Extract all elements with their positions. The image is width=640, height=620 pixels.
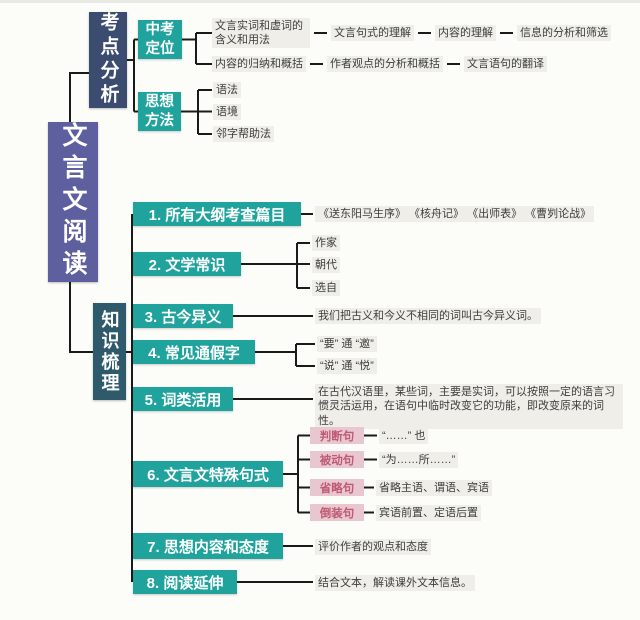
- chain-item-author-viewpoint: 作者观点的分析和概括: [327, 55, 443, 73]
- leaf-reading-extension-note: 结合文本，解读课外文本信息。: [315, 575, 475, 592]
- leaf-word-class-definition: 在古代汉语里，某些词，主要是实词，可以按照一定的语言习惯灵活运用，在语句中临时改…: [315, 384, 623, 429]
- chain-item-info-analysis: 信息的分析和筛选: [517, 24, 611, 42]
- leaf-ellipsis-pattern: 省略主语、谓语、宾语: [376, 480, 492, 497]
- item-4-common-tongjia: 4. 常见通假字: [133, 340, 255, 364]
- leaf-judgment-pattern: “……” 也: [379, 428, 429, 445]
- branch-knowledge-review: 知识梳理: [93, 303, 126, 400]
- connector-dash: [418, 32, 431, 34]
- leaf-ancient-modern-definition: 我们把古义和今义不相同的词叫古今异义词。: [315, 308, 541, 325]
- chain-item-content-understanding: 内容的理解: [435, 24, 496, 42]
- connector-dash: [310, 63, 323, 65]
- chain-item-sentence-patterns: 文言句式的理解: [331, 24, 414, 42]
- node-zhongkao-positioning: 中考定位: [138, 20, 182, 59]
- root-node-classical-chinese-reading: 文言文阅读: [48, 122, 98, 282]
- connector-dash: [314, 32, 327, 34]
- node-thinking-methods: 思想方法: [138, 92, 181, 131]
- leaf-grammar: 语法: [213, 82, 241, 99]
- leaf-passive-pattern: “为……所……”: [379, 452, 459, 469]
- pink-node-ellipsis-sentence: 省略句: [310, 479, 364, 496]
- chain-item-translation: 文言语句的翻译: [464, 55, 547, 73]
- leaf-evaluate-author-viewpoint: 评价作者的观点和态度: [315, 539, 431, 556]
- leaf-adjacent-word-method: 邻字帮助法: [213, 126, 274, 143]
- item-3-ancient-modern-meaning: 3. 古今异义: [133, 304, 233, 328]
- item-7-thought-and-attitude: 7. 思想内容和态度: [133, 533, 283, 559]
- leaf-inversion-pattern: 宾语前置、定语后置: [376, 505, 481, 522]
- item-5-word-class-usage: 5. 词类活用: [133, 387, 233, 411]
- pink-node-inversion-sentence: 倒装句: [310, 504, 364, 521]
- chain-row-comprehension: 文言实词和虚词的含义和用法 文言句式的理解 内容的理解 信息的分析和筛选: [212, 13, 611, 53]
- item-8-reading-extension: 8. 阅读延伸: [133, 570, 237, 594]
- connector-dash: [447, 63, 460, 65]
- item-2-literary-knowledge: 2. 文学常识: [133, 252, 241, 276]
- leaf-context: 语境: [213, 104, 241, 121]
- item-6-special-sentence-patterns: 6. 文言文特殊句式: [133, 461, 283, 487]
- leaf-author: 作家: [312, 235, 340, 252]
- item-1-syllabus-texts: 1. 所有大纲考查篇目: [133, 202, 301, 226]
- leaf-tongjia-yao: “要” 通 “邀”: [317, 336, 377, 353]
- connector-dash: [500, 32, 513, 34]
- chain-item-word-meanings: 文言实词和虚词的含义和用法: [212, 17, 310, 49]
- leaf-dynasty: 朝代: [312, 257, 340, 274]
- chain-row-summary: 内容的归纳和概括 作者观点的分析和概括 文言语句的翻译: [212, 55, 547, 73]
- leaf-tongjia-shuo: “说” 通 “悦”: [317, 358, 377, 375]
- chain-item-content-summary: 内容的归纳和概括: [212, 55, 306, 73]
- leaf-book-list: 《送东阳马生序》 《核舟记》 《出师表》 《曹刿论战》: [315, 206, 595, 223]
- pink-node-judgment-sentence: 判断句: [310, 427, 364, 444]
- top-edge-strip: [0, 0, 640, 3]
- leaf-source: 选自: [312, 280, 340, 297]
- branch-exam-analysis: 考点分析: [89, 12, 127, 108]
- pink-node-passive-sentence: 被动句: [310, 451, 364, 468]
